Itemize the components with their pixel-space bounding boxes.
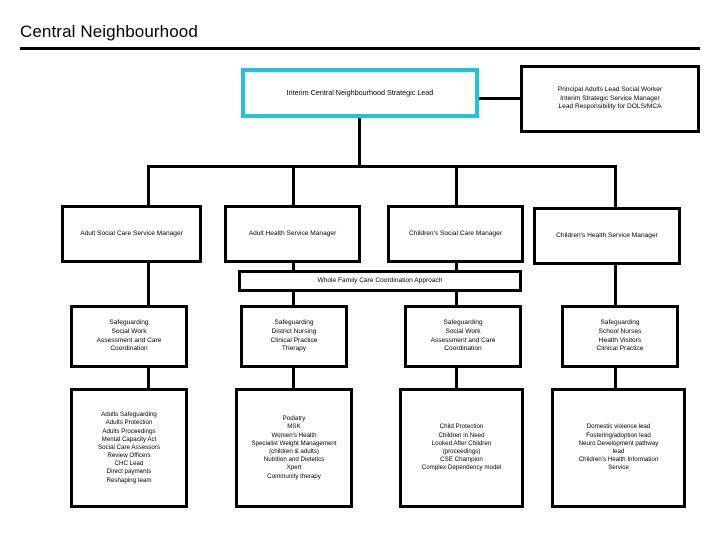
- connector-bus-drop-2: [292, 165, 295, 207]
- node-safeguarding-school-nurses-label: Safeguarding School Nurses Health Visito…: [596, 319, 644, 353]
- node-whole-family-banner-label: Whole Family Care Coordination Approach: [317, 276, 443, 284]
- node-safeguarding-childrens-social-work-label: Safeguarding Social Work Assessment and …: [430, 319, 496, 353]
- node-principal-social-worker[interactable]: Principal Adults Lead Social Worker Inte…: [520, 65, 700, 133]
- connector-lead-dropline: [358, 118, 361, 166]
- connector-manager1-to-safeguarding1: [147, 262, 150, 305]
- node-services-childrens-health-label: Domestic violence lead Fostering/adoptio…: [578, 423, 659, 472]
- node-services-childrens-social-care-label: Child Protection Children in Need Looked…: [421, 423, 502, 472]
- connector-safeguarding1-to-services1: [147, 368, 150, 388]
- node-manager-childrens-health[interactable]: Children's Health Service Manager: [533, 207, 681, 265]
- connector-manager-bus: [147, 165, 617, 168]
- node-manager-childrens-health-label: Children's Health Service Manager: [556, 231, 658, 239]
- node-safeguarding-district-nursing-label: Safeguarding District Nursing Clinical P…: [270, 319, 318, 353]
- node-services-childrens-health[interactable]: Domestic violence lead Fostering/adoptio…: [551, 388, 686, 508]
- node-principal-social-worker-label: Principal Adults Lead Social Worker Inte…: [557, 85, 663, 111]
- connector-bus-drop-4: [614, 165, 617, 207]
- node-safeguarding-district-nursing[interactable]: Safeguarding District Nursing Clinical P…: [240, 305, 348, 368]
- node-manager-childrens-social-care-label: Children's Social Care Manager: [409, 229, 502, 237]
- node-safeguarding-adult-social-work[interactable]: Safeguarding Social Work Assessment and …: [70, 305, 188, 368]
- node-services-adult-health-label: Podiatry MSK Women's Health Specialist W…: [251, 415, 337, 480]
- node-services-adult-health[interactable]: Podiatry MSK Women's Health Specialist W…: [235, 388, 353, 508]
- node-strategic-lead[interactable]: Interim Central Neighbourhood Strategic …: [241, 68, 479, 118]
- title-divider: [20, 47, 700, 50]
- node-services-adults[interactable]: Adults Safeguarding Adults Protection Ad…: [70, 388, 188, 508]
- node-manager-adult-health-label: Adult Health Service Manager: [248, 229, 337, 237]
- node-safeguarding-adult-social-work-label: Safeguarding Social Work Assessment and …: [96, 319, 162, 353]
- node-manager-adult-social-care[interactable]: Adult Social Care Service Manager: [61, 205, 202, 263]
- node-whole-family-banner[interactable]: Whole Family Care Coordination Approach: [238, 270, 522, 292]
- node-safeguarding-childrens-social-work[interactable]: Safeguarding Social Work Assessment and …: [404, 305, 522, 368]
- connector-bus-drop-3: [455, 165, 458, 207]
- connector-bus-drop-1: [147, 165, 150, 207]
- node-safeguarding-school-nurses[interactable]: Safeguarding School Nurses Health Visito…: [561, 305, 679, 368]
- node-services-adults-label: Adults Safeguarding Adults Protection Ad…: [98, 411, 160, 484]
- node-manager-childrens-social-care[interactable]: Children's Social Care Manager: [387, 205, 524, 263]
- node-manager-adult-health[interactable]: Adult Health Service Manager: [224, 205, 361, 263]
- connector-safeguarding4-to-services4: [614, 368, 617, 388]
- connector-lead-to-principal: [476, 97, 520, 100]
- node-strategic-lead-label: Interim Central Neighbourhood Strategic …: [286, 88, 434, 98]
- connector-safeguarding2-to-services2: [292, 368, 295, 388]
- page-title: Central Neighbourhood: [20, 22, 198, 41]
- connector-safeguarding3-to-services3: [455, 368, 458, 388]
- connector-manager4-to-safeguarding4: [614, 262, 617, 305]
- node-services-childrens-social-care[interactable]: Child Protection Children in Need Looked…: [399, 388, 524, 508]
- node-manager-adult-social-care-label: Adult Social Care Service Manager: [80, 229, 183, 237]
